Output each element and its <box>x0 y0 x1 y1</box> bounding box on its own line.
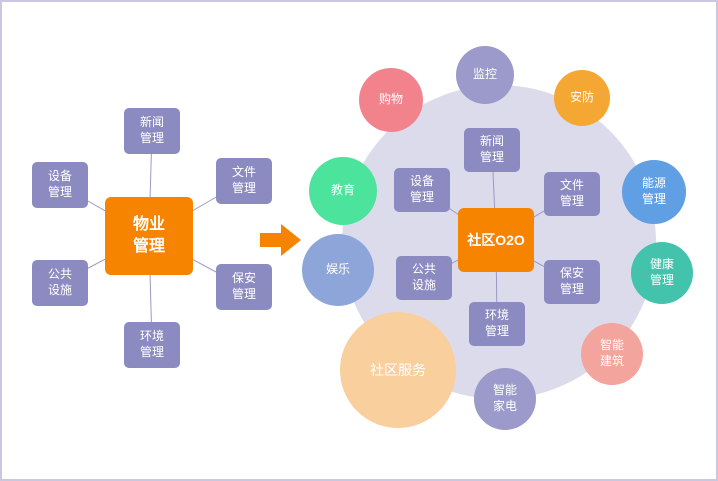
right-node-security-management: 保安 管理 <box>544 260 600 304</box>
circle-health-management: 健康 管理 <box>631 242 693 304</box>
left-node-public-facilities: 公共 设施 <box>32 260 88 306</box>
right-node-news-management: 新闻 管理 <box>464 128 520 172</box>
circle-education: 教育 <box>309 157 377 225</box>
left-node-file-management: 文件 管理 <box>216 158 272 204</box>
left-node-environment-management: 环境 管理 <box>124 322 180 368</box>
circle-security-protection: 安防 <box>554 70 610 126</box>
left-center-property-management: 物业 管理 <box>105 197 193 275</box>
circle-monitoring: 监控 <box>456 46 514 104</box>
left-node-news-management: 新闻 管理 <box>124 108 180 154</box>
left-node-equipment-management: 设备 管理 <box>32 162 88 208</box>
circle-community-service: 社区服务 <box>340 312 456 428</box>
right-node-public-facilities: 公共 设施 <box>396 256 452 300</box>
right-node-environment-management: 环境 管理 <box>469 302 525 346</box>
circle-smart-building: 智能 建筑 <box>581 323 643 385</box>
circle-shopping: 购物 <box>359 68 423 132</box>
right-center-community-o2o: 社区O2O <box>458 208 534 272</box>
circle-smart-appliance: 智能 家电 <box>474 368 536 430</box>
right-node-file-management: 文件 管理 <box>544 172 600 216</box>
circle-entertainment: 娱乐 <box>302 234 374 306</box>
arrow-right-icon <box>260 224 301 256</box>
circle-energy-management: 能源 管理 <box>622 160 686 224</box>
right-node-equipment-management: 设备 管理 <box>394 168 450 212</box>
left-node-security-management: 保安 管理 <box>216 264 272 310</box>
